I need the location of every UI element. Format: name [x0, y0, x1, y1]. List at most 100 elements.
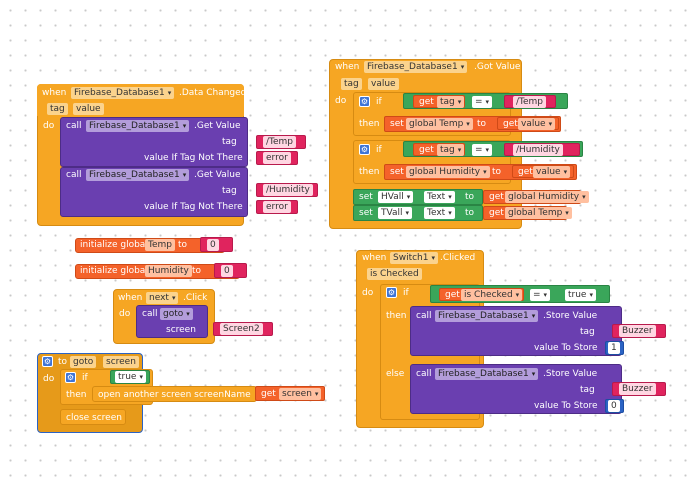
- close-screen-label: close screen: [66, 413, 122, 423]
- text-field-temp[interactable]: /Temp: [513, 96, 547, 108]
- do-label: do: [335, 96, 347, 106]
- tag-label: tag: [580, 327, 595, 337]
- do-label: do: [362, 288, 374, 298]
- then-label: then: [66, 390, 87, 400]
- get-var-dropdown[interactable]: global Humidity▾: [505, 191, 589, 203]
- text-field-zero[interactable]: 0: [207, 239, 219, 251]
- call-label: call: [142, 309, 158, 319]
- do-label: do: [119, 309, 131, 319]
- true-dropdown[interactable]: true▾: [115, 371, 146, 383]
- to-label: to: [477, 119, 487, 129]
- param-is-checked[interactable]: is Checked: [367, 268, 422, 280]
- to-label: to: [465, 192, 475, 202]
- call-component-dropdown[interactable]: Firebase_Database1▾: [86, 120, 190, 132]
- property-dropdown[interactable]: Text▾: [424, 207, 455, 219]
- get-label: get: [261, 389, 276, 399]
- eq-dropdown[interactable]: =▾: [530, 289, 551, 301]
- param-value[interactable]: value: [368, 78, 399, 90]
- component-dropdown[interactable]: Firebase_Database1▾: [364, 61, 468, 73]
- to-label: to: [492, 167, 502, 177]
- call-label: call: [416, 369, 432, 379]
- number-field-one[interactable]: 1: [608, 342, 620, 354]
- get-var-dropdown[interactable]: value▾: [518, 118, 556, 130]
- tag-label: tag: [222, 137, 237, 147]
- text-field-zero[interactable]: 0: [221, 265, 233, 277]
- to-label: to: [178, 240, 188, 250]
- to-label: to: [58, 357, 68, 367]
- event-name: .Click: [183, 293, 208, 303]
- get-label: get: [489, 192, 504, 202]
- component-dropdown[interactable]: Firebase_Database1▾: [71, 87, 175, 99]
- if-label: if: [82, 373, 88, 383]
- component-dropdown[interactable]: next▾: [146, 292, 179, 304]
- gear-icon[interactable]: ⚙: [359, 144, 370, 155]
- tag-label: tag: [222, 186, 237, 196]
- component-dropdown[interactable]: Switch1▾: [390, 252, 438, 264]
- get-label: get: [445, 290, 460, 300]
- tag-label: tag: [580, 385, 595, 395]
- text-field-humidity[interactable]: /Humidity: [513, 144, 563, 156]
- get-var-dropdown[interactable]: tag▾: [437, 96, 465, 108]
- method-label: .Get Value: [194, 170, 241, 180]
- open-screen-label: open another screen screenName: [98, 390, 251, 400]
- gear-icon[interactable]: ⚙: [42, 356, 53, 367]
- eq-dropdown[interactable]: =▾: [472, 144, 493, 156]
- then-label: then: [359, 167, 380, 177]
- when-label: when: [335, 62, 360, 72]
- param-label: screen: [166, 325, 196, 335]
- if-label: if: [376, 97, 382, 107]
- value-to-store-label: value To Store: [534, 343, 598, 353]
- proc-dropdown[interactable]: goto▾: [160, 308, 193, 320]
- text-field-humidity[interactable]: /Humidity: [263, 184, 313, 196]
- get-var-dropdown[interactable]: screen▾: [279, 388, 322, 400]
- default-label: value If Tag Not There: [144, 153, 243, 163]
- get-var-dropdown[interactable]: global Temp▾: [505, 207, 572, 219]
- close-screen-block[interactable]: [60, 409, 126, 425]
- when-label: when: [118, 293, 143, 303]
- gear-icon[interactable]: ⚙: [65, 372, 76, 383]
- get-label: get: [503, 119, 518, 129]
- global-name-field[interactable]: Temp: [145, 239, 175, 251]
- text-field-error[interactable]: error: [263, 152, 291, 164]
- param-tag[interactable]: tag: [47, 103, 68, 115]
- number-field-zero[interactable]: 0: [608, 400, 620, 412]
- call-component-dropdown[interactable]: Firebase_Database1▾: [86, 169, 190, 181]
- global-name-field[interactable]: Humidity: [145, 265, 192, 277]
- gear-icon[interactable]: ⚙: [359, 96, 370, 107]
- when-label: when: [42, 88, 67, 98]
- property-dropdown[interactable]: Text▾: [424, 191, 455, 203]
- set-label: set: [390, 119, 404, 129]
- global-var-dropdown[interactable]: global Temp▾: [406, 118, 473, 130]
- call-component-dropdown[interactable]: Firebase_Database1▾: [435, 368, 539, 380]
- get-var-dropdown[interactable]: value▾: [533, 166, 571, 178]
- get-var-dropdown[interactable]: is Checked▾: [461, 289, 523, 301]
- true-dropdown[interactable]: true▾: [565, 289, 596, 301]
- do-label: do: [43, 121, 55, 131]
- when-label: when: [362, 253, 387, 263]
- text-field-screen2[interactable]: Screen2: [220, 323, 263, 335]
- text-field-buzzer[interactable]: Buzzer: [619, 383, 656, 395]
- text-field-temp[interactable]: /Temp: [263, 136, 297, 148]
- call-component-dropdown[interactable]: Firebase_Database1▾: [435, 310, 539, 322]
- proc-name-field[interactable]: goto: [70, 356, 97, 368]
- text-field-buzzer[interactable]: Buzzer: [619, 325, 656, 337]
- then-label: then: [359, 119, 380, 129]
- init-global-label: initialize global: [80, 266, 148, 276]
- if-label: if: [376, 145, 382, 155]
- to-label: to: [465, 208, 475, 218]
- component-dropdown[interactable]: TVall▾: [378, 207, 412, 219]
- text-field-error[interactable]: error: [263, 201, 291, 213]
- param-tag[interactable]: tag: [341, 78, 362, 90]
- call-label: call: [416, 311, 432, 321]
- else-label: else: [386, 369, 405, 379]
- gear-icon[interactable]: ⚙: [386, 287, 397, 298]
- param-value[interactable]: value: [73, 103, 104, 115]
- set-label: set: [390, 167, 404, 177]
- proc-param-field[interactable]: screen: [103, 356, 139, 368]
- component-dropdown[interactable]: HVall▾: [378, 191, 414, 203]
- get-label: get: [419, 97, 434, 107]
- global-var-dropdown[interactable]: global Humidity▾: [406, 166, 490, 178]
- get-label: get: [518, 167, 533, 177]
- eq-dropdown[interactable]: =▾: [472, 96, 493, 108]
- get-var-dropdown[interactable]: tag▾: [437, 144, 465, 156]
